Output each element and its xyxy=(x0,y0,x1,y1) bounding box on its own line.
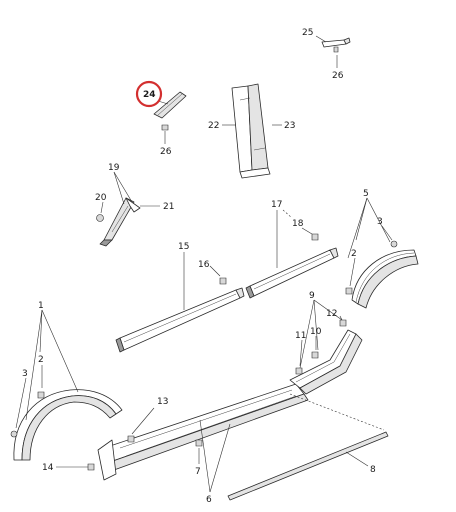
callout-25: 25 xyxy=(302,28,313,38)
part-21-mirror-trim xyxy=(99,197,141,247)
callout-14: 14 xyxy=(42,463,54,473)
part-22-23-pillar xyxy=(231,83,271,179)
callout-26-left: 26 xyxy=(160,147,172,157)
callout-21: 21 xyxy=(163,202,174,212)
part-9-10-11-clips xyxy=(295,319,347,375)
callout-2-left: 2 xyxy=(38,355,44,365)
part-14-clip xyxy=(87,463,95,471)
part-20-screw xyxy=(96,214,104,222)
callout-11: 11 xyxy=(295,331,306,341)
callout-3-right: 3 xyxy=(377,217,383,227)
part-25-bracket xyxy=(321,37,351,53)
part-7-clip xyxy=(195,439,203,447)
callout-12: 12 xyxy=(326,309,337,319)
callout-26-right: 26 xyxy=(332,71,344,81)
callout-15: 15 xyxy=(178,242,189,252)
callout-19: 19 xyxy=(108,163,120,173)
callout-2-right: 2 xyxy=(351,249,357,259)
part-16-clip xyxy=(219,277,227,285)
callout-1: 1 xyxy=(38,301,44,311)
part-18-clip xyxy=(311,233,319,241)
part-17-rear-door-moulding xyxy=(245,247,339,299)
part-6-rocker-panel xyxy=(97,329,363,481)
part-2-clip-right xyxy=(345,287,353,295)
part-5-rear-wheel-arch xyxy=(351,249,419,309)
callout-6: 6 xyxy=(206,495,212,505)
part-24-trim xyxy=(153,91,187,119)
callout-17: 17 xyxy=(271,200,282,210)
callout-7: 7 xyxy=(195,467,201,477)
part-8-seal-strip xyxy=(227,431,389,501)
part-26-clip-left xyxy=(161,124,169,131)
highlight-circle xyxy=(135,80,163,108)
callout-13: 13 xyxy=(157,397,168,407)
callout-8: 8 xyxy=(370,465,376,475)
callout-5: 5 xyxy=(363,189,369,199)
callout-16: 16 xyxy=(198,260,210,270)
part-1-front-wheel-arch xyxy=(13,389,123,461)
callout-10: 10 xyxy=(310,327,322,337)
callout-9: 9 xyxy=(309,291,315,301)
part-13-clip xyxy=(127,435,135,443)
callout-22: 22 xyxy=(208,121,219,131)
callout-3-left: 3 xyxy=(22,369,28,379)
callout-23: 23 xyxy=(284,121,295,131)
part-2-clip-left xyxy=(37,391,45,399)
callout-20: 20 xyxy=(95,193,107,203)
part-3-clip-right xyxy=(390,240,398,248)
part-3-clip-left xyxy=(10,430,18,438)
part-15-front-door-moulding xyxy=(115,287,245,353)
callout-18: 18 xyxy=(292,219,304,229)
callout-24: 24 xyxy=(143,90,156,100)
